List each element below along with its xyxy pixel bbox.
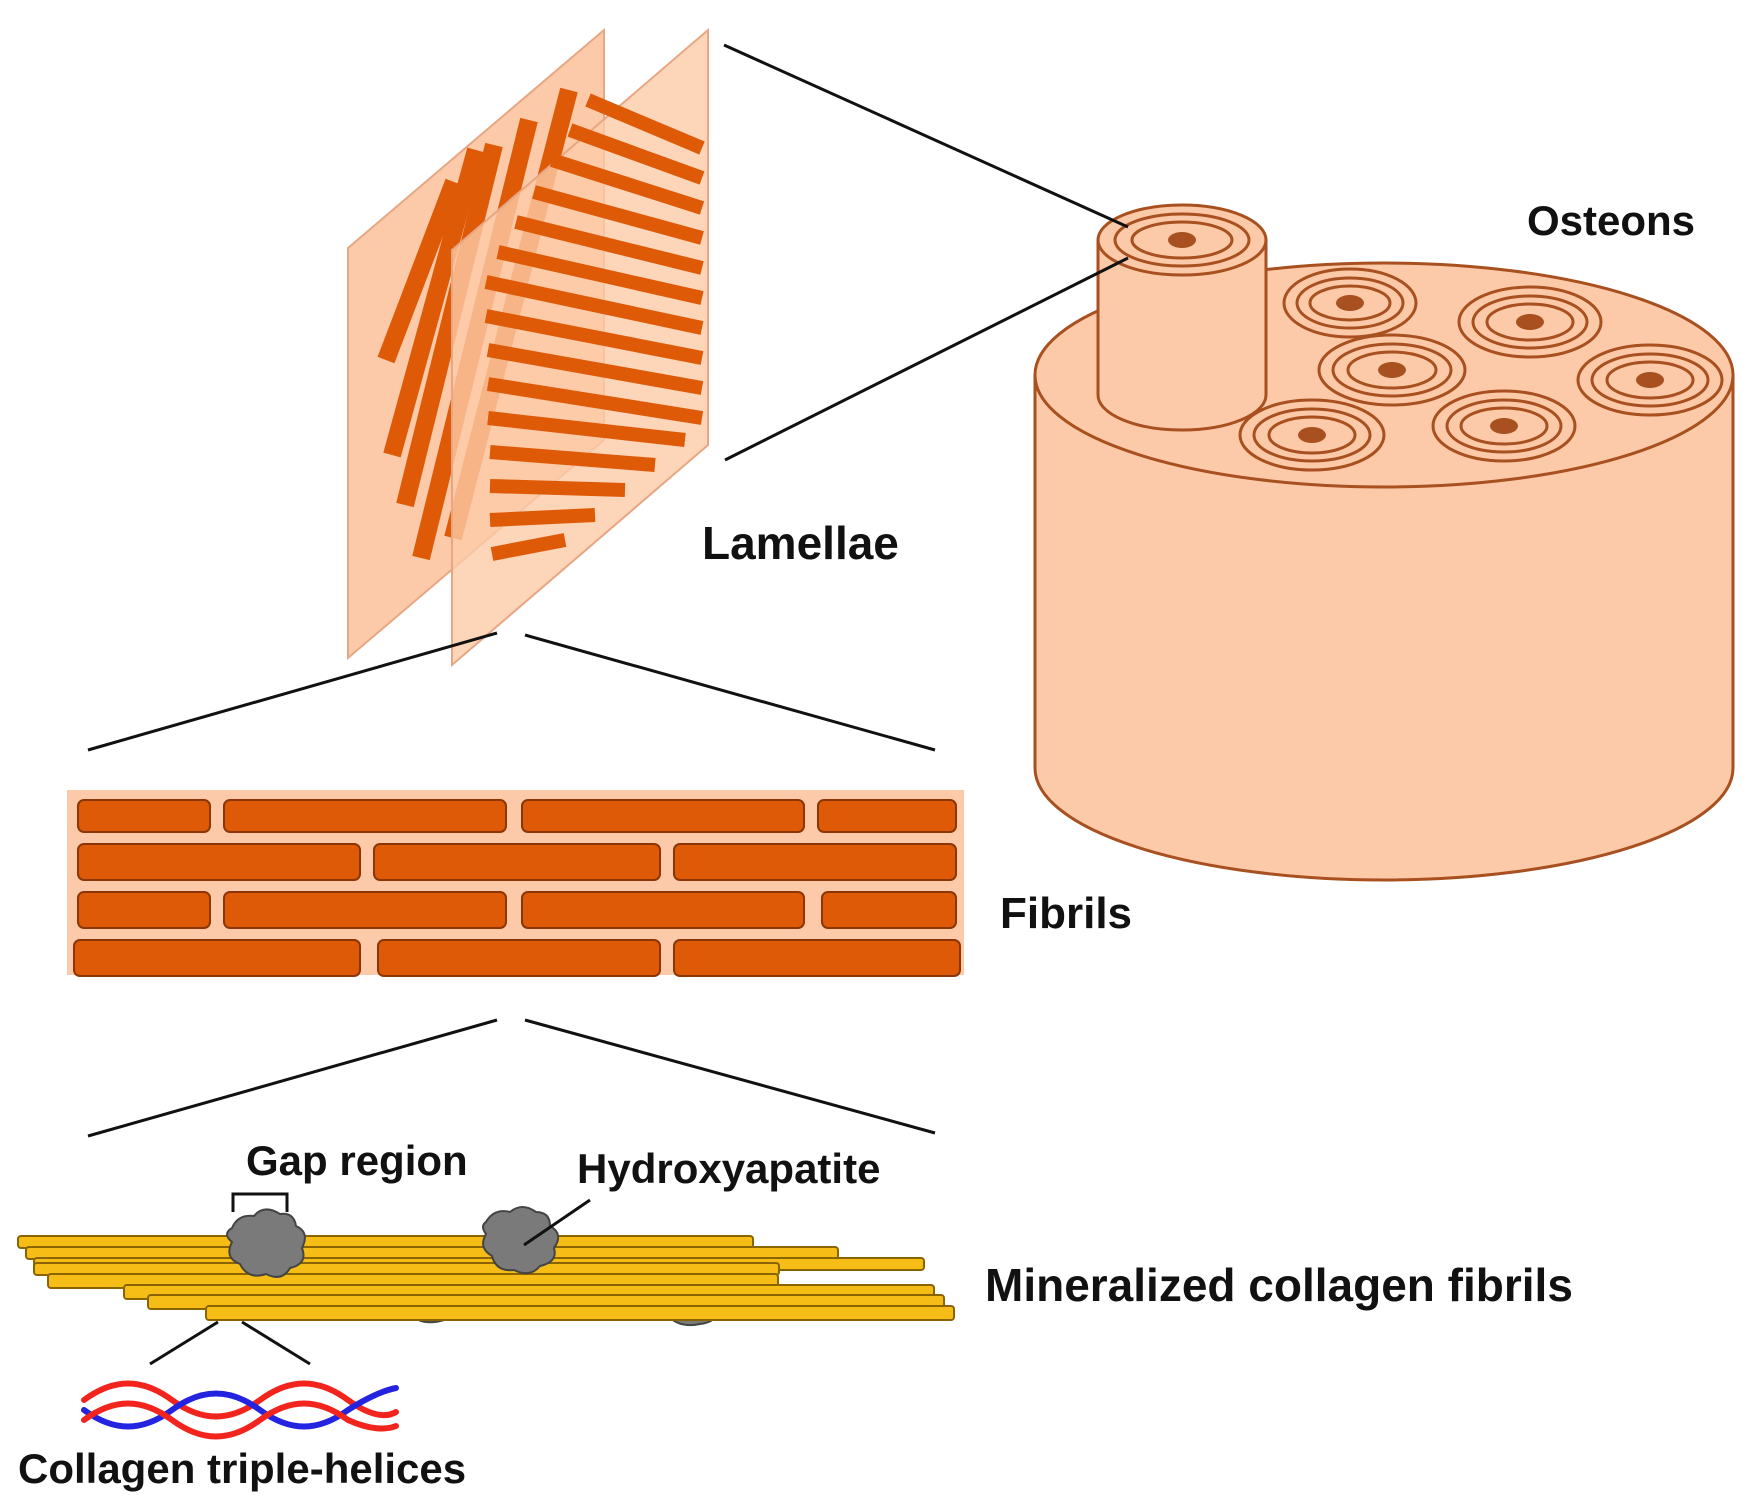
- zoom-line-fibrils-collagen-right: [524, 1018, 936, 1135]
- mineralized-collagen-fibrils-label: Mineralized collagen fibrils: [985, 1259, 1573, 1311]
- osteon: [1238, 398, 1386, 472]
- protruding-osteon: [1096, 203, 1268, 432]
- helix-strand-red-2: [81, 1400, 399, 1440]
- gap-region-bracket: [231, 1192, 289, 1212]
- lamellae-label: Lamellae: [702, 517, 899, 569]
- collagen-triple-helices-label: Collagen triple-helices: [18, 1445, 467, 1492]
- lamella-front-fibers: [484, 93, 705, 561]
- fibril-array: [67, 790, 964, 977]
- osteon: [1457, 285, 1603, 359]
- bone-cylinder-body: [1033, 373, 1735, 882]
- gap-region-label: Gap region: [246, 1137, 468, 1184]
- zoom-line-lamellae-fibrils-right: [524, 633, 936, 752]
- fibril-bricks: [73, 799, 961, 977]
- osteons-label: Osteons: [1527, 197, 1696, 244]
- collagen-triple-helix: [81, 1380, 399, 1440]
- hydroxyapatite-pointer: [523, 1198, 591, 1247]
- osteon: [1576, 343, 1724, 417]
- fibrils-label: Fibrils: [1000, 889, 1133, 938]
- osteon: [1317, 333, 1467, 407]
- lamellae-stack: [347, 27, 709, 668]
- osteon: [1282, 267, 1418, 339]
- hydroxyapatite-front: [226, 1206, 560, 1278]
- helix-connector-lines: [149, 1320, 311, 1366]
- zoom-line-osteon-lamellae-bottom: [724, 256, 1129, 462]
- osteon-cross-sections: [1238, 267, 1724, 472]
- zoom-line-lamellae-fibrils-left: [87, 631, 498, 752]
- hydroxyapatite-label: Hydroxyapatite: [577, 1145, 881, 1192]
- zoom-line-osteon-lamellae-top: [723, 43, 1129, 229]
- osteon: [1431, 389, 1577, 463]
- helix-strand-blue: [81, 1385, 399, 1430]
- zoom-lines: [87, 43, 1129, 1138]
- mineralized-collagen-fibrils: [17, 1206, 955, 1327]
- zoom-line-fibrils-collagen-left: [87, 1018, 498, 1138]
- collagen-rods-front: [33, 1262, 955, 1321]
